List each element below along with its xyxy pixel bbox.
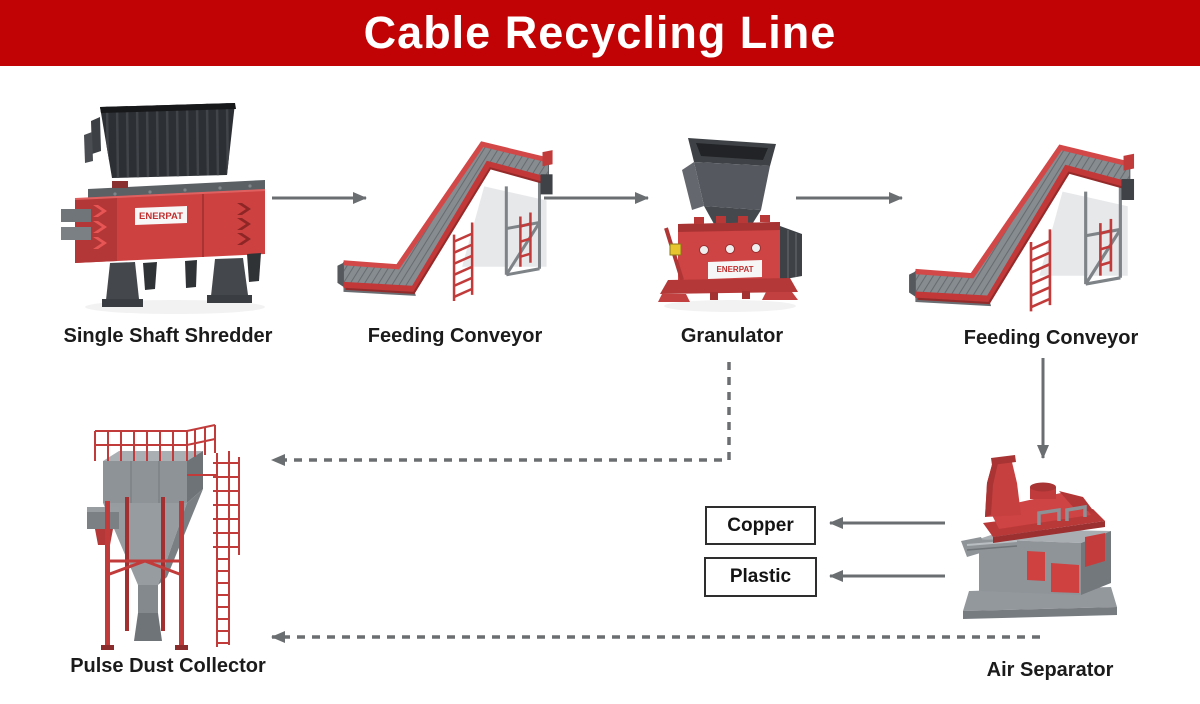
- shredder-body: ENERPAT: [61, 189, 266, 263]
- pulse-dust-collector-illustration: [75, 415, 265, 657]
- air-separator-top: [983, 455, 1105, 543]
- output-label-copper: Copper: [727, 514, 794, 536]
- air-separator-base: [961, 529, 1117, 619]
- air-separator-illustration: [953, 453, 1153, 631]
- label-granulator: Granulator: [680, 325, 784, 347]
- shredder-legs: [102, 253, 261, 307]
- title-banner: Cable Recycling Line: [0, 0, 1200, 66]
- dust-collector-legs: [101, 497, 188, 650]
- granulator-body: ENERPAT: [664, 215, 802, 282]
- feeding-conveyor-2-illustration: [898, 118, 1143, 323]
- label-air-separator: Air Separator: [986, 659, 1114, 681]
- output-box-plastic: Plastic: [704, 557, 817, 597]
- granulator-illustration: ENERPAT: [658, 130, 810, 318]
- single-shaft-shredder-illustration: ENERPAT: [55, 93, 275, 318]
- output-box-copper: Copper: [705, 506, 816, 545]
- dust-collector-ladder: [187, 451, 240, 647]
- label-pulse-dust-collector: Pulse Dust Collector: [70, 655, 266, 677]
- label-single-shaft-shredder: Single Shaft Shredder: [63, 325, 273, 347]
- granulator-brand-text: ENERPAT: [716, 265, 753, 274]
- label-feeding-conveyor-2: Feeding Conveyor: [963, 327, 1139, 349]
- shredder-brand-text: ENERPAT: [139, 211, 183, 222]
- dust-collector-cone: [87, 489, 203, 641]
- shredder-hopper: [84, 103, 236, 178]
- feeding-conveyor-1-illustration: [333, 116, 555, 312]
- label-feeding-conveyor-1: Feeding Conveyor: [367, 325, 543, 347]
- output-label-plastic: Plastic: [729, 566, 792, 587]
- dashed-arrow-granulator-to-dust-collector: [271, 362, 731, 466]
- page-title: Cable Recycling Line: [363, 7, 837, 58]
- granulator-hopper: [682, 138, 776, 226]
- dust-collector-railing: [94, 424, 216, 461]
- dust-collector-bin: [103, 451, 203, 503]
- granulator-base: [658, 278, 798, 302]
